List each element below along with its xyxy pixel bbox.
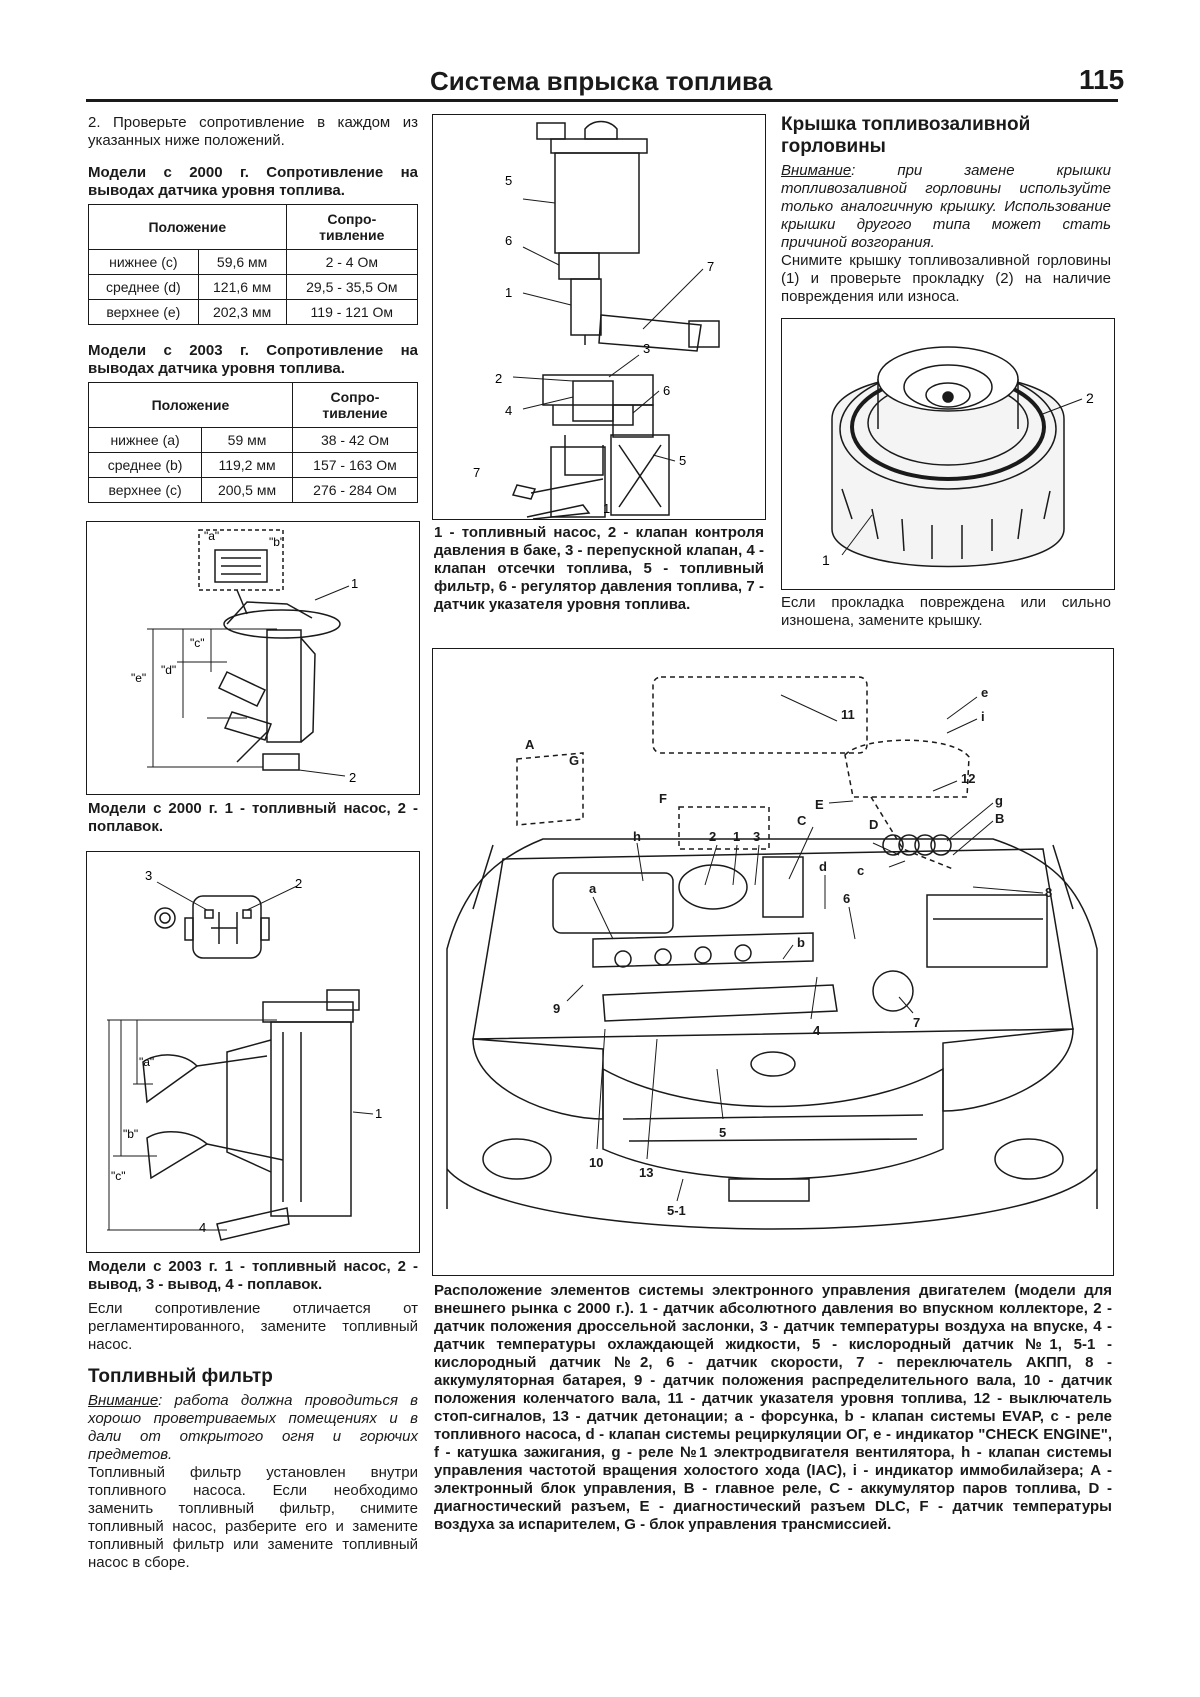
engine-label-d: d — [819, 859, 827, 874]
figure-filler-cap: 2 1 — [781, 318, 1115, 590]
engine-label-C: C — [797, 813, 807, 828]
engine-label-D: D — [869, 817, 878, 832]
fig3-label-6: 6 — [663, 383, 670, 398]
engine-label-b: b — [797, 935, 805, 950]
fig2-label-a: "a" — [139, 1055, 154, 1069]
engine-label-8: 8 — [1045, 885, 1052, 900]
engine-label-10: 10 — [589, 1155, 603, 1170]
figure-fuel-pump-2000: "a" "b" "c" "d" "e" 1 2 — [86, 521, 420, 795]
fig3-label-7-top: 7 — [707, 259, 714, 274]
fig2-label-4: 4 — [199, 1220, 206, 1235]
fig3-label-1-top: 1 — [505, 285, 512, 300]
fig1-label-2: 2 — [349, 770, 356, 785]
fig3-label-1: 1 — [603, 501, 610, 516]
intro-text: 2. Проверьте сопротивление в каждом из у… — [88, 114, 418, 149]
fuel-filter-title: Топливный фильтр — [88, 1366, 273, 1387]
fig1-label-b: "b" — [269, 535, 284, 549]
fig1-label-e: "e" — [131, 671, 146, 685]
filler-cap-title: Крышка топливозаливной горловины — [781, 114, 1031, 157]
fig3-caption: 1 - топливный насос, 2 - клапан контроля… — [434, 524, 764, 613]
engine-label-3: 3 — [753, 829, 760, 844]
table-2003-caption: Модели с 2003 г. Сопротивление на вывода… — [88, 342, 418, 377]
fig4-label-1: 1 — [822, 552, 830, 568]
engine-label-a: a — [589, 881, 597, 896]
fuel-filter-warning: Внимание: работа должна проводиться в хо… — [88, 1392, 418, 1463]
fig1-label-d: "d" — [161, 663, 176, 677]
fig3-label-5: 5 — [679, 453, 686, 468]
filler-cap-text: Снимите крышку топливозаливной горловины… — [781, 252, 1111, 305]
fig3-label-5-top: 5 — [505, 173, 512, 188]
engine-label-6: 6 — [843, 891, 850, 906]
engine-label-9: 9 — [553, 1001, 560, 1016]
engine-label-11: 11 — [841, 707, 855, 722]
fuel-filter-text: Топливный фильтр установлен внутри топли… — [88, 1464, 418, 1571]
engine-label-A: A — [525, 737, 535, 752]
engine-label-h: h — [633, 829, 641, 844]
fuel-pump-2003-drawing: "a" "b" "c" 1 2 3 4 — [107, 868, 382, 1241]
header-rule — [86, 99, 1118, 102]
engine-layout-drawing: A G F E e i 12 11 D g B C h 2 1 3 c d a … — [446, 676, 1098, 1230]
engine-label-E: E — [815, 797, 824, 812]
fig2-label-c: "c" — [111, 1169, 126, 1183]
engine-label-c: c — [857, 863, 864, 878]
engine-label-2: 2 — [709, 829, 716, 844]
engine-label-B: B — [995, 811, 1004, 826]
fig1-label-a: "a" — [204, 529, 219, 543]
fig4-label-2: 2 — [1086, 390, 1094, 406]
engine-label-5: 5 — [719, 1125, 726, 1140]
figure-pump-exploded: 5 6 1 7 2 3 4 6 5 7 1 — [432, 114, 766, 520]
engine-label-13: 13 — [639, 1165, 653, 1180]
fig1-caption: Модели с 2000 г. 1 - топливный насос, 2 … — [88, 800, 418, 835]
engine-caption: Расположение элементов системы электронн… — [434, 1282, 1112, 1533]
filler-cap-after: Если прокладка повреждена или сильно изн… — [781, 594, 1111, 629]
fig3-label-4: 4 — [505, 403, 512, 418]
fig1-label-1: 1 — [351, 576, 358, 591]
col-position: Положение — [88, 382, 293, 428]
engine-label-1: 1 — [733, 829, 740, 844]
fig2-label-1: 1 — [375, 1106, 382, 1121]
engine-label-12: 12 — [961, 771, 975, 786]
pump-exploded-drawing: 5 6 1 7 2 3 4 6 5 7 1 — [473, 120, 720, 520]
figure-fuel-pump-2003: "a" "b" "c" 1 2 3 4 — [86, 851, 420, 1253]
fig2-label-b: "b" — [123, 1127, 138, 1141]
resistance-table-2003: Положение Сопро-тивление нижнее (a)59 мм… — [87, 382, 419, 503]
col-resistance: Сопро-тивление — [285, 204, 419, 250]
fig2-label-3: 3 — [145, 868, 152, 883]
engine-label-g: g — [995, 793, 1003, 808]
resistance-table-2000: Положение Сопро-тивление нижнее (c)59,6 … — [88, 204, 419, 325]
engine-label-F: F — [659, 791, 667, 806]
engine-label-e: e — [981, 685, 988, 700]
fuel-pump-2000-drawing: "a" "b" "c" "d" "e" 1 2 — [131, 529, 358, 785]
page-number: 115 — [1079, 64, 1125, 95]
filler-cap-drawing: 2 1 — [822, 346, 1094, 568]
fig2-label-2: 2 — [295, 876, 302, 891]
fig3-label-2: 2 — [495, 371, 502, 386]
engine-label-7: 7 — [913, 1015, 920, 1030]
col-resistance: Сопро-тивление — [291, 382, 419, 428]
page-title: Система впрыска топлива — [430, 66, 773, 96]
fig2-caption: Модели с 2003 г. 1 - топливный насос, 2 … — [88, 1258, 418, 1293]
engine-label-i: i — [981, 709, 985, 724]
filler-cap-warning: Внимание: при замене крышки топливозалив… — [781, 162, 1111, 251]
fig3-label-7: 7 — [473, 465, 480, 480]
engine-label-4: 4 — [813, 1023, 821, 1038]
figure-engine-layout: A G F E e i 12 11 D g B C h 2 1 3 c d a … — [432, 648, 1114, 1276]
fig1-label-c: "c" — [190, 636, 205, 650]
table-2000-caption: Модели с 2000 г. Сопротивление на вывода… — [88, 164, 418, 199]
fig3-label-3: 3 — [643, 341, 650, 356]
col-position: Положение — [88, 204, 287, 250]
engine-label-5-1: 5-1 — [667, 1203, 686, 1218]
after-figure-text: Если сопротивление отличается от регламе… — [88, 1300, 418, 1353]
engine-label-G: G — [569, 753, 579, 768]
fig3-label-6-top: 6 — [505, 233, 512, 248]
